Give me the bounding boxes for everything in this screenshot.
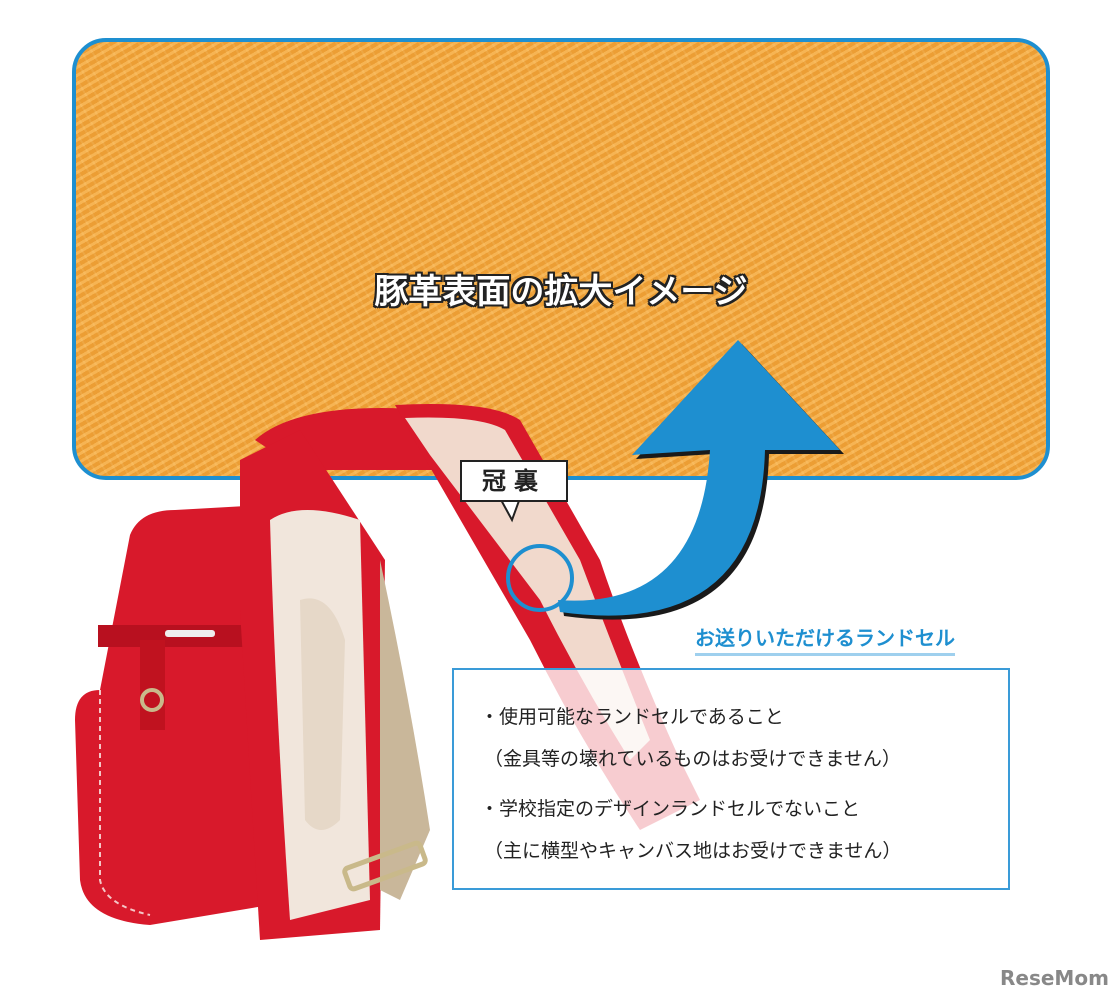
curved-arrow-icon xyxy=(558,340,844,620)
info-heading: お送りいただけるランドセル xyxy=(695,622,955,656)
info-line: ・学校指定のデザインランドセルでないこと xyxy=(480,798,861,820)
panel-title: 豚革表面の拡大イメージ xyxy=(374,272,748,312)
info-line: （金具等の壊れているものはお受けできません） xyxy=(484,748,901,770)
info-box: ・使用可能なランドセルであること （金具等の壊れているものはお受けできません） … xyxy=(452,668,1010,890)
leather-texture-panel: 豚革表面の拡大イメージ xyxy=(72,38,1050,480)
randoseru-bag xyxy=(75,404,700,940)
callout-label: 冠裏 xyxy=(460,460,568,502)
magnify-circle xyxy=(506,544,574,612)
resemom-logo: ReseMom xyxy=(1000,966,1109,990)
info-line: （主に横型やキャンバス地はお受けできません） xyxy=(484,840,902,862)
info-line: ・使用可能なランドセルであること xyxy=(480,706,784,728)
